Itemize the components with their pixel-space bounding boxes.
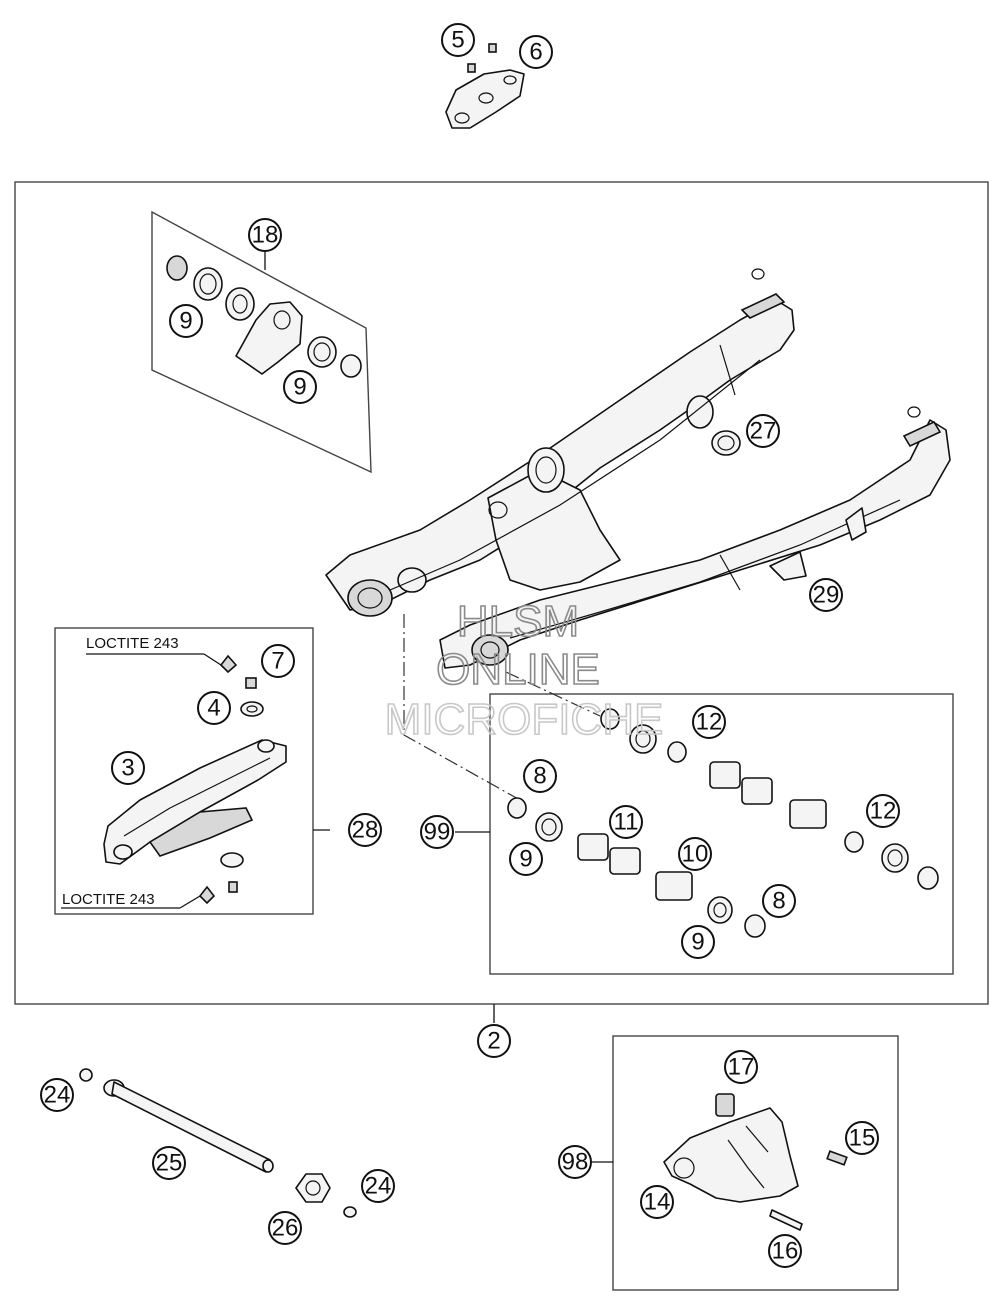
swingarm-assembly-frame [14, 181, 989, 1005]
svg-text:12: 12 [870, 798, 897, 825]
svg-text:5: 5 [451, 27, 464, 54]
svg-text:4: 4 [207, 695, 220, 722]
svg-text:7: 7 [271, 648, 284, 675]
svg-text:3: 3 [121, 755, 134, 782]
svg-text:26: 26 [272, 1215, 299, 1242]
svg-text:8: 8 [533, 763, 546, 790]
callout-5: 5 [441, 23, 475, 57]
callout-16: 16 [768, 1234, 802, 1268]
svg-text:17: 17 [728, 1054, 755, 1081]
svg-text:25: 25 [156, 1150, 183, 1177]
assembly-axis-line [505, 671, 601, 717]
callout-98: 98 [558, 1145, 592, 1179]
svg-text:28: 28 [352, 817, 379, 844]
bearing-kit-frame [151, 210, 372, 474]
loctite-label-bottom: LOCTITE 243 [62, 891, 155, 908]
svg-text:18: 18 [252, 222, 279, 249]
callout-29: 29 [809, 578, 843, 612]
swingarm-part [325, 268, 951, 669]
svg-text:9: 9 [179, 308, 192, 335]
callout-17: 17 [724, 1050, 758, 1084]
bearing-kit-parts [166, 255, 362, 378]
callout-12: 12 [866, 794, 900, 828]
callout-7: 7 [261, 644, 295, 678]
svg-text:9: 9 [691, 929, 704, 956]
bearing-set-parts [507, 708, 939, 938]
callout-99: 99 [420, 815, 454, 849]
chain-guide-parts [663, 1093, 848, 1231]
watermark-line-3: MICROFICHE [385, 695, 664, 744]
svg-text:2: 2 [487, 1028, 500, 1055]
svg-text:9: 9 [519, 846, 532, 873]
callout-27: 27 [746, 414, 780, 448]
callout-8: 8 [762, 884, 796, 918]
callout-9: 9 [509, 842, 543, 876]
svg-text:24: 24 [44, 1082, 71, 1109]
slider-piece-part [445, 43, 525, 129]
callout-25: 25 [152, 1146, 186, 1180]
callout-12: 12 [692, 705, 726, 739]
svg-text:15: 15 [849, 1125, 876, 1152]
callout-18: 18 [248, 218, 282, 252]
svg-text:6: 6 [529, 39, 542, 66]
callout-2: 2 [477, 1024, 511, 1058]
svg-text:29: 29 [813, 582, 840, 609]
svg-text:27: 27 [750, 418, 777, 445]
callout-28: 28 [348, 813, 382, 847]
assembly-axis-line [403, 614, 521, 801]
leader-line [179, 895, 201, 909]
callout-11: 11 [609, 805, 643, 839]
svg-text:11: 11 [614, 809, 639, 836]
watermark-line-1: HLSM [457, 597, 579, 646]
watermark: HLSM ONLINE MICROFICHE [384, 596, 664, 745]
chain-guide-frame [612, 1035, 899, 1291]
loctite-label-top: LOCTITE 243 [86, 635, 179, 652]
svg-text:8: 8 [772, 888, 785, 915]
bearing-set-frame [489, 693, 954, 975]
svg-text:12: 12 [696, 709, 723, 736]
svg-text:98: 98 [562, 1149, 589, 1176]
svg-text:24: 24 [365, 1173, 392, 1200]
callout-15: 15 [845, 1121, 879, 1155]
callout-9: 9 [169, 304, 203, 338]
callout-3: 3 [111, 751, 145, 785]
callout-26: 26 [268, 1211, 302, 1245]
svg-text:14: 14 [644, 1189, 671, 1216]
chain-slider-part [103, 654, 287, 905]
callout-6: 6 [519, 35, 553, 69]
callout-4: 4 [197, 691, 231, 725]
watermark-line-2: ONLINE [436, 645, 600, 694]
leader-line [203, 653, 222, 666]
svg-text:99: 99 [424, 819, 451, 846]
callout-9: 9 [283, 370, 317, 404]
callout-9: 9 [681, 925, 715, 959]
chain-slider-frame [54, 627, 314, 915]
svg-text:9: 9 [293, 374, 306, 401]
svg-text:16: 16 [772, 1238, 799, 1265]
svg-text:10: 10 [682, 841, 709, 868]
swingarm-axle-parts [79, 1068, 357, 1218]
callout-8: 8 [523, 759, 557, 793]
callout-14: 14 [640, 1185, 674, 1219]
callout-24: 24 [40, 1078, 74, 1112]
callout-10: 10 [678, 837, 712, 871]
callout-24: 24 [361, 1169, 395, 1203]
